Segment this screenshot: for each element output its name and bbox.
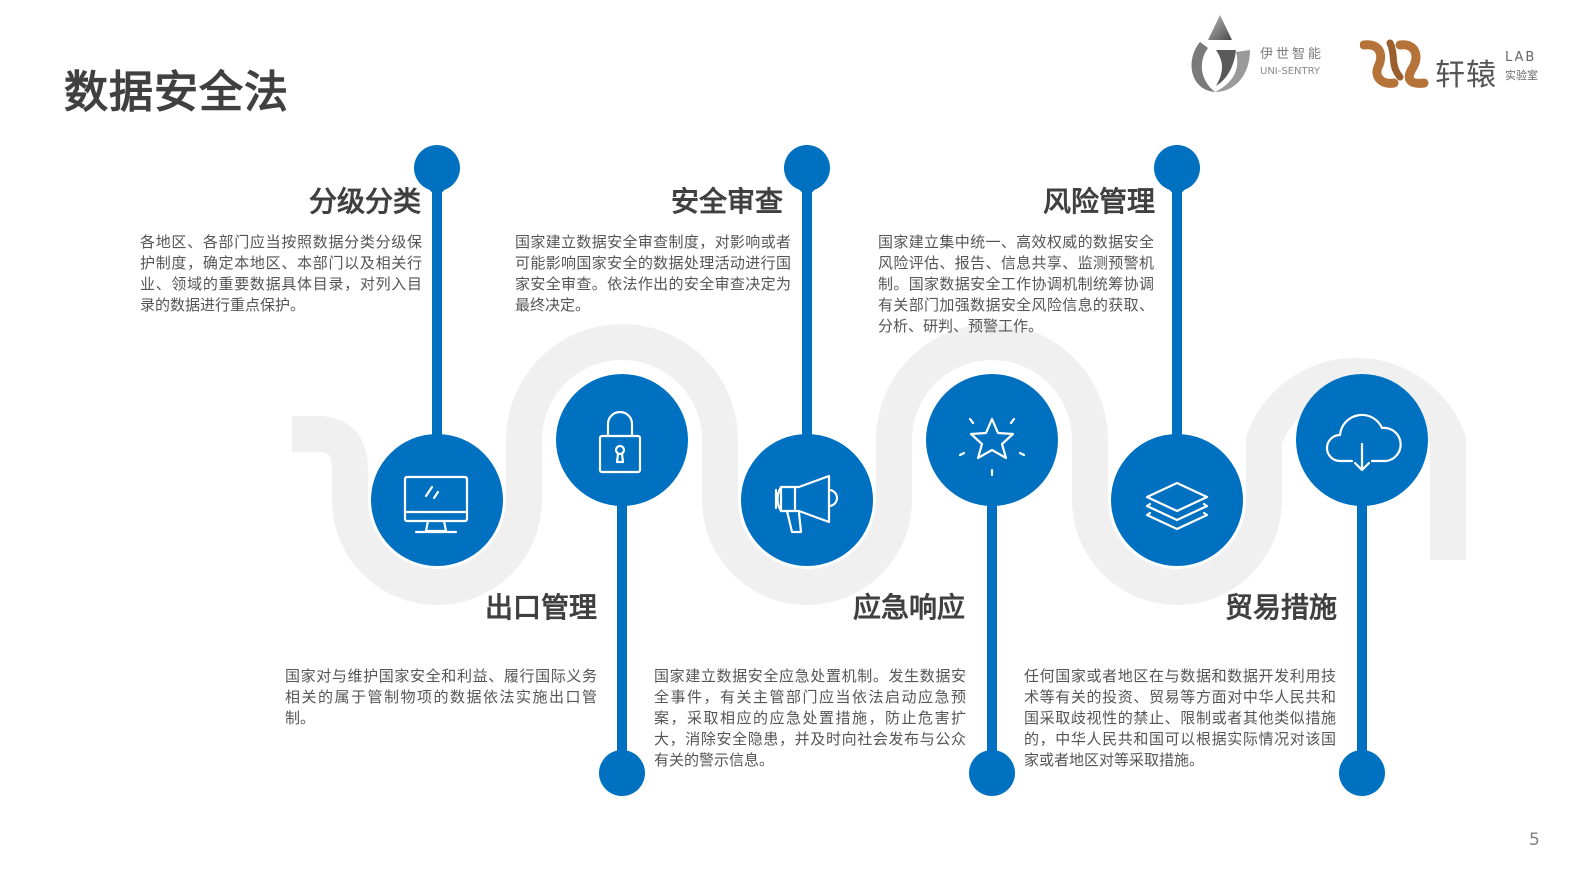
node-heading-2: 出口管理 — [484, 591, 597, 624]
node-circle-3 — [741, 434, 873, 566]
node-heading-4: 应急响应 — [852, 591, 965, 624]
megaphone-icon — [774, 474, 839, 534]
node-description-4: 国家建立数据安全应急处置机制。发生数据安全事件，有关主管部门应当依法启动应急预案… — [654, 667, 966, 769]
wave-path — [292, 324, 1466, 605]
monitor-icon — [403, 475, 469, 534]
node-description-3: 国家建立数据安全审查制度，对影响或者可能影响国家安全的数据处理活动进行国家安全审… — [515, 233, 791, 314]
node-heading-6: 贸易措施 — [1224, 591, 1337, 624]
xuanyuan-sub: 实验室 — [1505, 69, 1538, 82]
node-circle-4 — [926, 374, 1058, 506]
node-description-6: 任何国家或者地区在与数据和数据开发利用技术等有关的投资、贸易等方面对中华人民共和… — [1024, 667, 1336, 769]
node-circle-2 — [556, 374, 688, 506]
cloud-download-icon — [1325, 413, 1402, 472]
xuanyuan-cn: 轩辕 — [1435, 58, 1497, 93]
node-circle-1 — [371, 434, 503, 566]
logo-group: 伊世智能 UNI-SENTRY 轩辕 LAB 实验室 — [1180, 10, 1560, 100]
padlock-icon — [598, 410, 642, 474]
uni-sentry-cn: 伊世智能 — [1260, 47, 1325, 62]
uni-sentry-en: UNI-SENTRY — [1260, 66, 1321, 77]
xuanyuan-lab: LAB — [1505, 50, 1537, 65]
node-description-5: 国家建立集中统一、高效权威的数据安全风险评估、报告、信息共享、监测预警机制。国家… — [878, 233, 1154, 335]
star-icon — [958, 417, 1026, 477]
node-circle-6 — [1296, 374, 1428, 506]
node-description-1: 各地区、各部门应当按照数据分类分级保护制度，确定本地区、本部门以及相关行业、领域… — [140, 233, 422, 314]
uni-sentry-logo-icon — [1191, 15, 1250, 92]
layers-icon — [1145, 481, 1209, 531]
page-number: 5 — [1529, 830, 1540, 850]
slide-title: 数据安全法 — [64, 67, 289, 118]
node-heading-5: 风险管理 — [1042, 185, 1155, 218]
node-heading-3: 安全审查 — [670, 185, 783, 218]
node-description-2: 国家对与维护国家安全和利益、履行国际义务相关的属于管制物项的数据依法实施出口管制… — [285, 667, 597, 727]
node-circle-5 — [1111, 434, 1243, 566]
xuanyuan-logo-icon — [1360, 39, 1429, 88]
node-heading-1: 分级分类 — [308, 185, 421, 218]
